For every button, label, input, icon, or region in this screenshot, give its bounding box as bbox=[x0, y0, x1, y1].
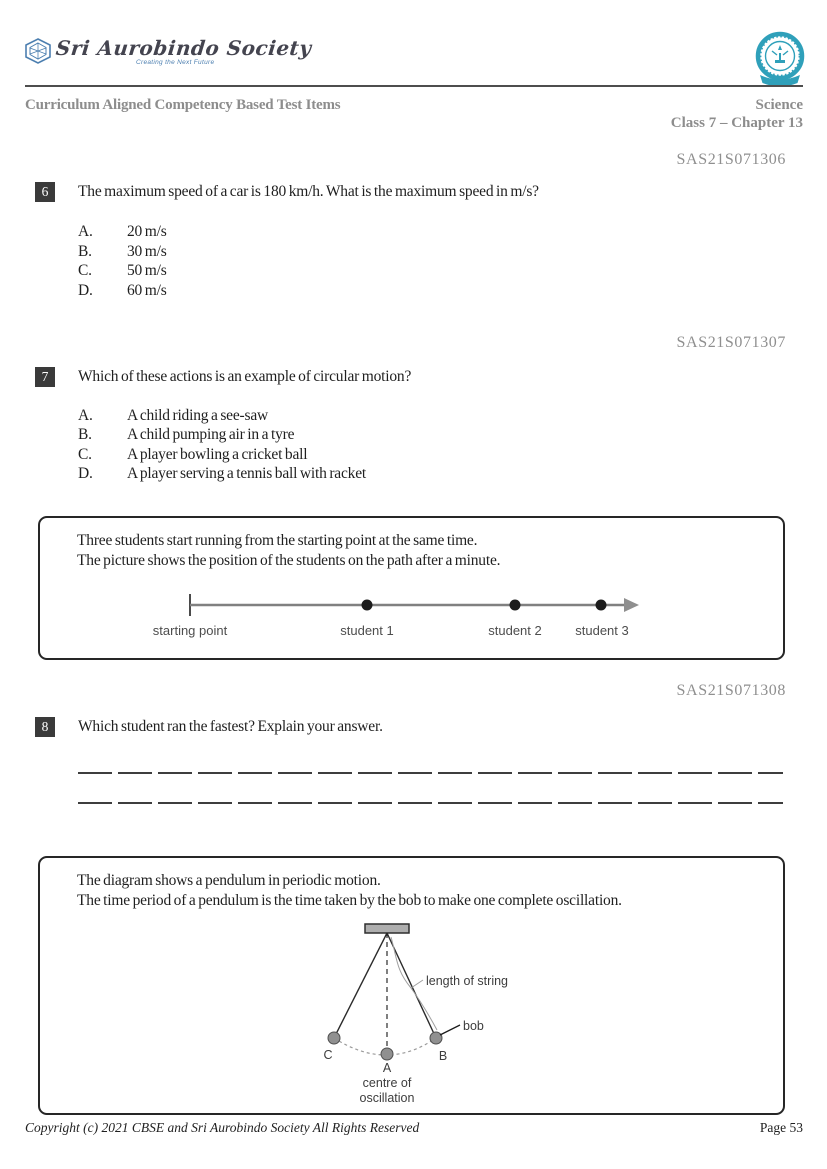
students-box-line2: The picture shows the position of the st… bbox=[77, 551, 501, 569]
question-number-badge-8: 8 bbox=[35, 717, 55, 737]
point-c-label: C bbox=[323, 1048, 332, 1062]
option-text: A child pumping air in a tyre bbox=[127, 426, 295, 443]
answer-line-1 bbox=[78, 772, 783, 774]
pendulum-info-box: The diagram shows a pendulum in periodic… bbox=[38, 856, 785, 1115]
bob-b bbox=[429, 1031, 443, 1045]
student3-dot bbox=[595, 599, 607, 611]
option-row-6c: C. 50 m/s bbox=[78, 262, 167, 280]
pendulum-support-bar bbox=[364, 923, 410, 934]
centre-of-oscillation-label-line1: centre of bbox=[363, 1076, 412, 1090]
option-letter: B. bbox=[78, 243, 92, 260]
option-letter: D. bbox=[78, 465, 93, 482]
option-text: A player bowling a cricket ball bbox=[127, 446, 308, 463]
option-row-7a: A. A child riding a see-saw bbox=[78, 407, 268, 425]
string-left bbox=[333, 932, 388, 1039]
option-row-6b: B. 30 m/s bbox=[78, 243, 167, 261]
option-text: 20 m/s bbox=[127, 223, 167, 240]
doc-title: Curriculum Aligned Competency Based Test… bbox=[25, 97, 341, 113]
point-a-label: A bbox=[383, 1061, 392, 1075]
option-letter: A. bbox=[78, 407, 93, 424]
option-letter: C. bbox=[78, 446, 92, 463]
question-number-badge-7: 7 bbox=[35, 367, 55, 387]
path-arrowhead-icon bbox=[624, 598, 639, 612]
student2-dot bbox=[509, 599, 521, 611]
option-row-7d: D. A player serving a tennis ball with ra… bbox=[78, 465, 366, 483]
pendulum-box-text: The diagram shows a pendulum in periodic… bbox=[77, 871, 622, 910]
student3-label: student 3 bbox=[575, 623, 629, 638]
bob-label: bob bbox=[463, 1019, 484, 1033]
option-letter: C. bbox=[78, 262, 92, 279]
option-letter: A. bbox=[78, 223, 93, 240]
copyright-text: Copyright (c) 2021 CBSE and Sri Aurobind… bbox=[25, 1120, 420, 1135]
length-of-string-label: length of string bbox=[426, 974, 508, 988]
option-row-7c: C. A player bowling a cricket ball bbox=[78, 446, 308, 464]
question-code-6: SAS21S071306 bbox=[676, 151, 786, 168]
option-row-6d: D. 60 m/s bbox=[78, 282, 167, 300]
cbse-logo bbox=[755, 31, 805, 87]
bob-c bbox=[327, 1031, 341, 1045]
students-info-box: Three students start running from the st… bbox=[38, 516, 785, 660]
centre-of-oscillation-label-line2: oscillation bbox=[360, 1091, 415, 1105]
subject-label: Science bbox=[755, 97, 803, 113]
question-text-8: Which student ran the fastest? Explain y… bbox=[78, 718, 383, 735]
answer-line-2 bbox=[78, 802, 783, 804]
option-text: 60 m/s bbox=[127, 282, 167, 299]
brand-name: Sri Aurobindo Society bbox=[54, 36, 313, 60]
length-leader-tick bbox=[410, 979, 424, 989]
option-text: 30 m/s bbox=[127, 243, 167, 260]
bob-a bbox=[380, 1047, 394, 1061]
class-chapter-label: Class 7 – Chapter 13 bbox=[670, 115, 803, 131]
option-letter: D. bbox=[78, 282, 93, 299]
start-label: starting point bbox=[153, 623, 228, 638]
students-path-diagram: starting point student 1 student 2 stude… bbox=[153, 594, 639, 638]
option-text: A child riding a see-saw bbox=[127, 407, 268, 424]
question-number-badge-6: 6 bbox=[35, 182, 55, 202]
option-row-7b: B. A child pumping air in a tyre bbox=[78, 426, 294, 444]
question-code-8: SAS21S071308 bbox=[676, 682, 786, 699]
point-b-label: B bbox=[439, 1049, 447, 1063]
society-hexagon-icon bbox=[25, 38, 51, 64]
student1-dot bbox=[361, 599, 373, 611]
option-letter: B. bbox=[78, 426, 92, 443]
page-number: Page 53 bbox=[759, 1120, 803, 1135]
question-code-7: SAS21S071307 bbox=[676, 334, 786, 351]
pendulum-box-line2: The time period of a pendulum is the tim… bbox=[77, 891, 622, 909]
option-text: 50 m/s bbox=[127, 262, 167, 279]
student1-label: student 1 bbox=[340, 623, 394, 638]
bob-leader-line bbox=[439, 1024, 461, 1036]
pendulum-box-line1: The diagram shows a pendulum in periodic… bbox=[77, 872, 381, 889]
header-divider bbox=[25, 85, 803, 87]
pendulum-diagram: length of string bob C B A centre of osc… bbox=[323, 923, 508, 1105]
question-text-7: Which of these actions is an example of … bbox=[78, 368, 412, 385]
students-box-line1: Three students start running from the st… bbox=[77, 532, 478, 549]
brand-tagline: Creating the Next Future bbox=[136, 59, 215, 66]
question-text-6: The maximum speed of a car is 180 km/h. … bbox=[78, 183, 539, 200]
option-row-6a: A. 20 m/s bbox=[78, 223, 167, 241]
string-right bbox=[386, 932, 437, 1039]
option-text: A player serving a tennis ball with rack… bbox=[127, 465, 366, 482]
students-box-text: Three students start running from the st… bbox=[77, 531, 501, 570]
student2-label: student 2 bbox=[488, 623, 542, 638]
